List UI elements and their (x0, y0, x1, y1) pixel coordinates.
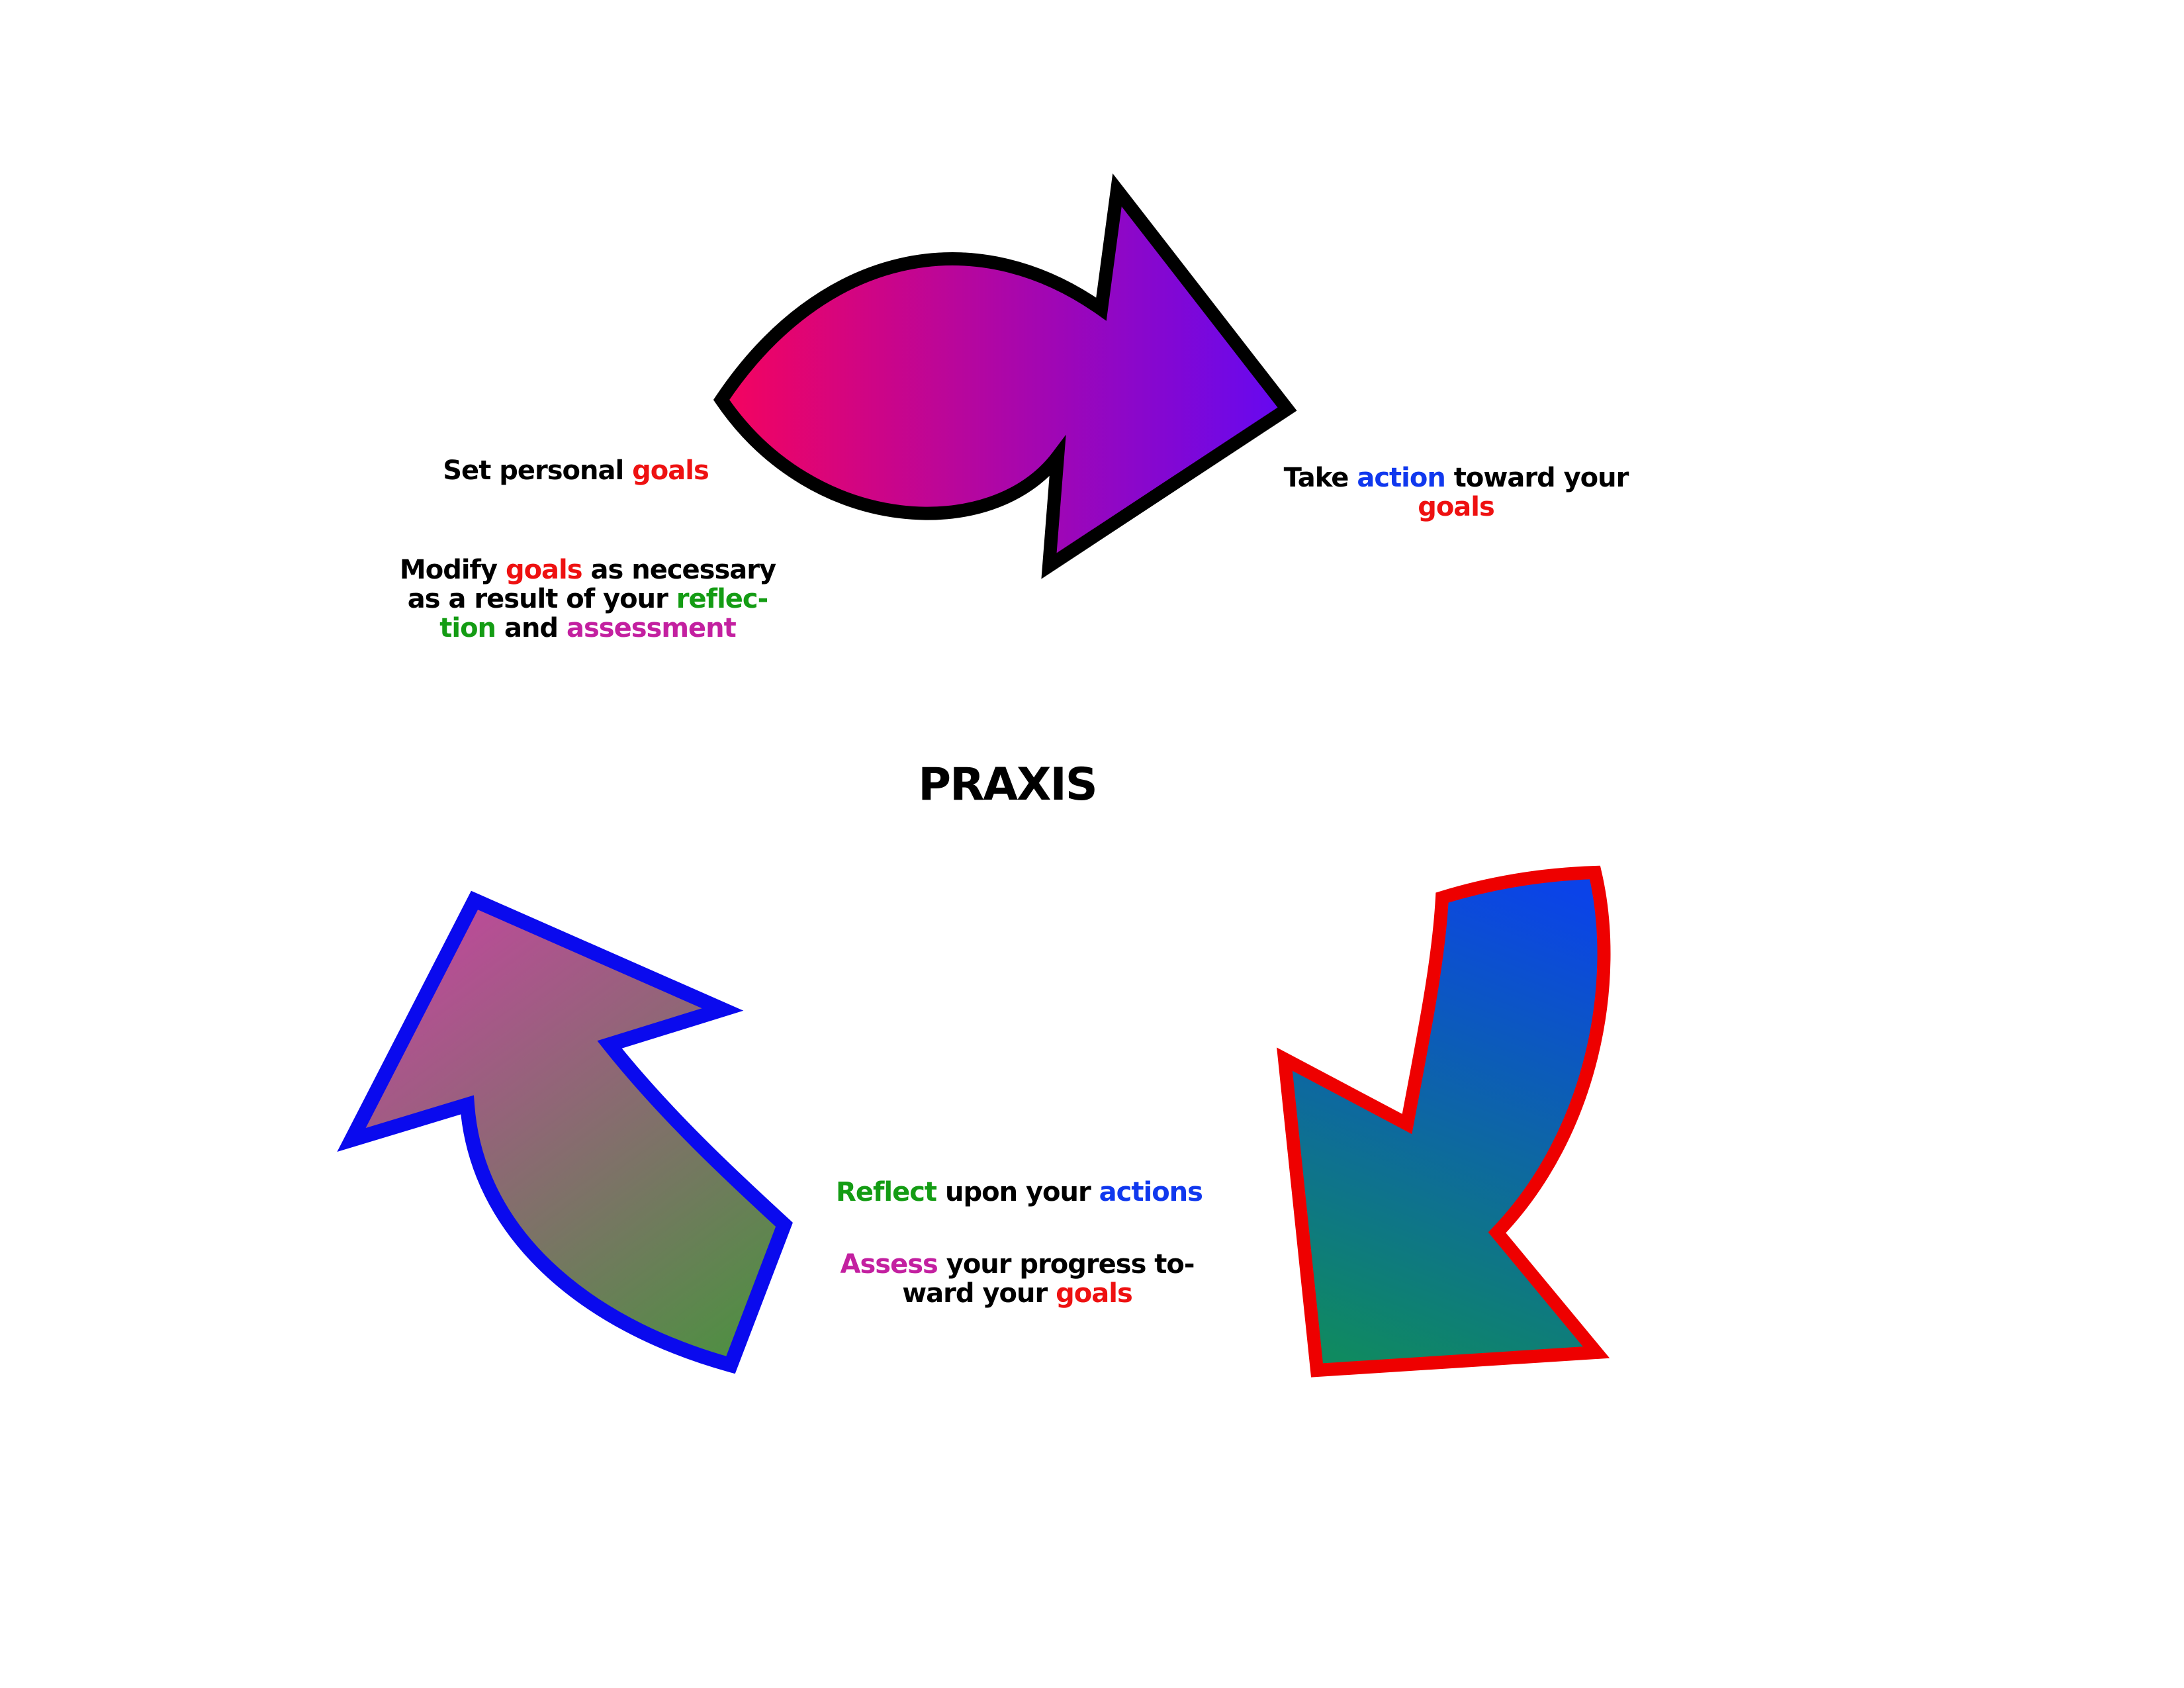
label-line: Set personal goals (443, 456, 709, 485)
label-segment: as necessary (582, 555, 776, 585)
label-segment: tion (439, 613, 496, 643)
label-line: Assess your progress to- (840, 1249, 1195, 1280)
label-line: Reflect upon your actions (836, 1178, 1203, 1207)
label-line: Modify goals as necessary (400, 555, 776, 585)
label-set-personal-goals: Set personal goals (443, 456, 709, 485)
label-line: ward your goals (840, 1279, 1194, 1308)
label-segment: actions (1099, 1177, 1203, 1207)
label-segment: action (1357, 463, 1445, 493)
label-segment: toward your (1445, 463, 1629, 493)
label-segment: and (496, 613, 567, 643)
label-segment: upon your (936, 1177, 1099, 1207)
label-line: goals (1284, 492, 1629, 522)
label-segment: as a result of your (407, 584, 676, 614)
label-assess: Assess your progress to- ward your goals (840, 1249, 1195, 1308)
label-line: Take action toward your (1284, 463, 1629, 492)
arrow-right-curved-down-left (1277, 865, 1611, 1378)
label-segment: ward your (902, 1278, 1056, 1309)
label-line: as a result of your reflec- (400, 585, 776, 614)
label-segment: Assess (840, 1249, 938, 1280)
label-segment: assessment (566, 613, 737, 643)
label-segment: reflec- (676, 584, 768, 614)
label-reflect: Reflect upon your actions (836, 1178, 1203, 1207)
label-take-action: Take action toward your goals (1284, 463, 1629, 522)
arrow-left-curved-up-left (337, 890, 793, 1374)
label-segment: Reflect (836, 1177, 937, 1207)
arrow-top-curved-right (713, 173, 1297, 579)
label-segment: goals (632, 455, 709, 486)
label-segment: Set personal (443, 455, 633, 486)
label-segment: goals (1418, 492, 1495, 522)
label-line: tion and assessment (400, 614, 776, 643)
label-segment: Modify (399, 555, 506, 585)
label-modify-goals: Modify goals as necessary as a result of… (400, 555, 776, 643)
label-segment: goals (505, 555, 583, 585)
label-segment: your progress to- (937, 1249, 1195, 1280)
label-segment: goals (1056, 1278, 1133, 1309)
label-segment: Take (1283, 463, 1357, 493)
page-title: PRAXIS (918, 759, 1098, 811)
